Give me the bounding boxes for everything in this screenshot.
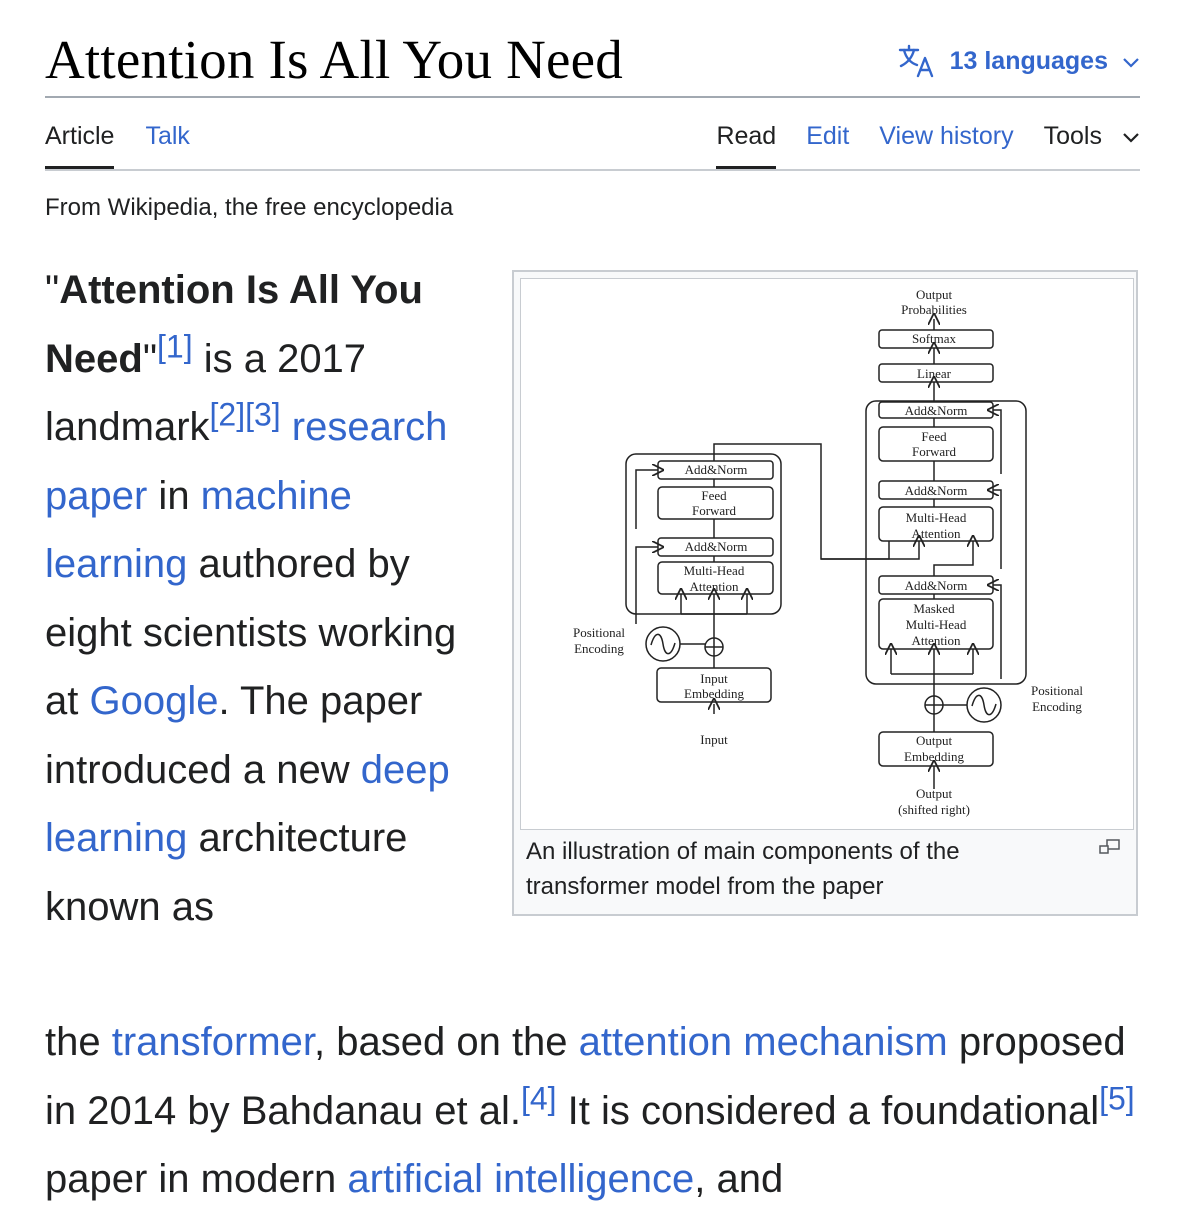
text-run: , and (694, 1157, 784, 1201)
text-run: It is considered a foundational (556, 1088, 1100, 1133)
svg-text:Multi-Head: Multi-Head (906, 510, 967, 525)
languages-button[interactable]: 13 languages (898, 44, 1140, 78)
languages-label: 13 languages (949, 46, 1108, 75)
sine-wave (650, 633, 676, 655)
reference-link[interactable]: [4] (520, 1080, 557, 1117)
svg-text:Input: Input (700, 732, 728, 747)
text-run: proposed in 2014 by Bahdanau et al. (45, 1020, 1126, 1133)
tools-label: Tools (1043, 122, 1102, 150)
sine-wave (971, 694, 997, 716)
title-divider (45, 96, 1140, 98)
svg-text:Output: Output (916, 786, 953, 801)
decoder-feed-forward (878, 426, 994, 462)
svg-text:Linear: Linear (917, 366, 952, 381)
svg-text:Encoding: Encoding (574, 641, 624, 656)
link-research-paper[interactable]: research paper (45, 405, 448, 518)
page-title: Attention Is All You Need (45, 29, 623, 90)
svg-text:Encoding: Encoding (1032, 699, 1082, 714)
translate-icon (898, 44, 936, 78)
svg-text:Masked: Masked (913, 601, 955, 616)
svg-text:Add&Norm: Add&Norm (685, 539, 748, 554)
tab-read[interactable]: Read (716, 122, 776, 170)
reference-link[interactable]: [5] (1099, 1080, 1135, 1117)
text-run: architecture known as (45, 816, 408, 929)
link-deep-learning[interactable]: deep learning (45, 747, 450, 861)
quote-mark: " (142, 336, 158, 381)
svg-text:Attention: Attention (911, 633, 961, 648)
svg-text:Add&Norm: Add&Norm (905, 403, 968, 418)
svg-text:Attention: Attention (911, 526, 961, 541)
link-attention-mechanism[interactable]: attention mechanism (578, 1020, 948, 1064)
svg-text:Add&Norm: Add&Norm (905, 483, 968, 498)
svg-text:Input: Input (700, 671, 728, 686)
svg-text:Attention: Attention (689, 579, 739, 594)
decoder-multi-head-attention (878, 506, 994, 542)
svg-text:Add&Norm: Add&Norm (685, 462, 748, 477)
svg-text:Multi-Head: Multi-Head (906, 617, 967, 632)
chevron-down-icon (1122, 122, 1140, 151)
namespace-tabs: Article Talk (45, 122, 190, 170)
svg-text:Feed: Feed (701, 488, 727, 503)
text-run: the (45, 1020, 112, 1064)
svg-text:Forward: Forward (692, 503, 737, 518)
svg-text:Positional: Positional (1031, 683, 1083, 698)
svg-text:Embedding: Embedding (684, 686, 744, 701)
reference-link[interactable]: [3] (245, 396, 281, 433)
svg-text:Output: Output (916, 733, 953, 748)
tab-edit[interactable]: Edit (806, 122, 850, 150)
chevron-down-icon (1122, 47, 1140, 76)
tagline: From Wikipedia, the free encyclopedia (45, 194, 454, 221)
figure-caption: An illustration of main components of th… (526, 838, 960, 900)
link-transformer[interactable]: transformer (111, 1020, 315, 1064)
tab-article[interactable]: Article (45, 122, 115, 170)
enlarge-icon[interactable] (1098, 838, 1122, 861)
svg-text:Feed: Feed (921, 429, 947, 444)
encoder-feed-forward (657, 486, 774, 520)
infobox-figure: Output Probabilities Softmax Linear Add&… (512, 270, 1138, 916)
transformer-diagram[interactable]: Output Probabilities Softmax Linear Add&… (520, 278, 1134, 830)
svg-text:Softmax: Softmax (912, 331, 957, 346)
link-artificial-intelligence[interactable]: artificial intelligence (347, 1157, 695, 1201)
text-run (281, 405, 292, 449)
lead-paragraph-continued: the transformer, based on the attention … (45, 1008, 1145, 1214)
svg-text:Forward: Forward (912, 444, 957, 459)
link-google[interactable]: Google (89, 679, 219, 723)
svg-text:Output: Output (916, 287, 953, 302)
svg-text:(shifted right): (shifted right) (898, 802, 970, 817)
tab-view-history[interactable]: View history (879, 122, 1014, 150)
text-run: , based on the (314, 1020, 579, 1064)
svg-text:Probabilities: Probabilities (901, 302, 967, 317)
view-tabs: Read Edit View history Tools (716, 122, 1140, 170)
text-run: paper in modern (45, 1157, 348, 1201)
link-machine-learning[interactable]: machine learning (45, 473, 352, 587)
quote-mark: " (45, 268, 60, 312)
svg-text:Embedding: Embedding (904, 749, 964, 764)
reference-link[interactable]: [1] (157, 328, 193, 365)
bold-title: Attention Is All You Need (45, 268, 423, 381)
text-run: is a 2017 landmark (45, 336, 367, 450)
svg-text:Multi-Head: Multi-Head (684, 563, 745, 578)
lead-paragraph: "Attention Is All You Need"[1] is a 2017… (45, 256, 465, 941)
tools-menu[interactable]: Tools (1044, 122, 1140, 151)
text-run: authored by eight scientists working at (45, 542, 457, 723)
tab-talk[interactable]: Talk (145, 122, 190, 150)
text-run: in (147, 473, 201, 518)
text-run: . The paper introduced a new (45, 679, 423, 792)
svg-text:Add&Norm: Add&Norm (905, 578, 968, 593)
svg-text:Positional: Positional (573, 625, 625, 640)
tabs-divider (45, 169, 1140, 171)
decoder-block (865, 400, 1027, 685)
reference-link[interactable]: [2] (209, 396, 246, 433)
